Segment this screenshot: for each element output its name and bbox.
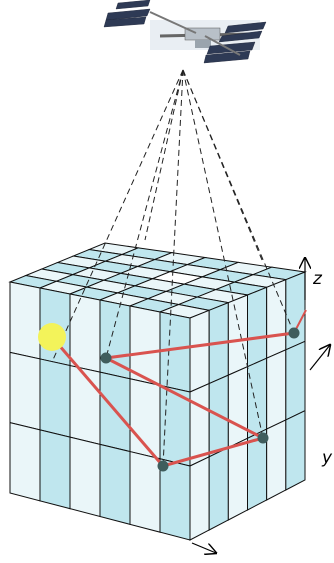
voxel-cell	[100, 444, 130, 524]
path-node	[101, 353, 112, 364]
voxel-cell	[70, 294, 100, 372]
voxel-cell	[160, 312, 190, 392]
voxel-cell	[286, 341, 305, 420]
y-axis: y	[310, 345, 333, 468]
voxel-cell	[228, 367, 247, 448]
path-node	[158, 461, 169, 472]
iss-satellite-icon	[104, 0, 266, 63]
voxel-cell	[209, 448, 228, 530]
voxel-cell	[70, 437, 100, 516]
voxel-cell	[248, 358, 267, 438]
voxel-cell	[267, 420, 286, 500]
voxel-cell	[10, 282, 40, 359]
path-node	[258, 433, 269, 444]
voxel-cell	[190, 457, 209, 540]
voxel-cell	[228, 295, 247, 375]
z-axis-label: z	[312, 269, 323, 289]
voxel-cell	[286, 411, 305, 490]
z-axis: z	[305, 258, 323, 300]
voxel-cell	[248, 287, 267, 366]
voxel-cell	[40, 359, 70, 437]
voxel-cell	[228, 438, 247, 520]
path-node	[289, 328, 300, 339]
voxel-cell	[190, 310, 209, 392]
cube-front-face	[10, 282, 190, 540]
cube-right-face	[190, 272, 305, 540]
voxel-cell	[10, 352, 40, 430]
voxel-cell	[267, 350, 286, 429]
highlight-node	[38, 323, 66, 351]
x-axis	[192, 543, 216, 553]
y-axis-label: y	[321, 448, 333, 468]
voxel-cell	[130, 452, 160, 533]
voxel-cell	[40, 430, 70, 509]
voxel-cell	[10, 423, 40, 501]
